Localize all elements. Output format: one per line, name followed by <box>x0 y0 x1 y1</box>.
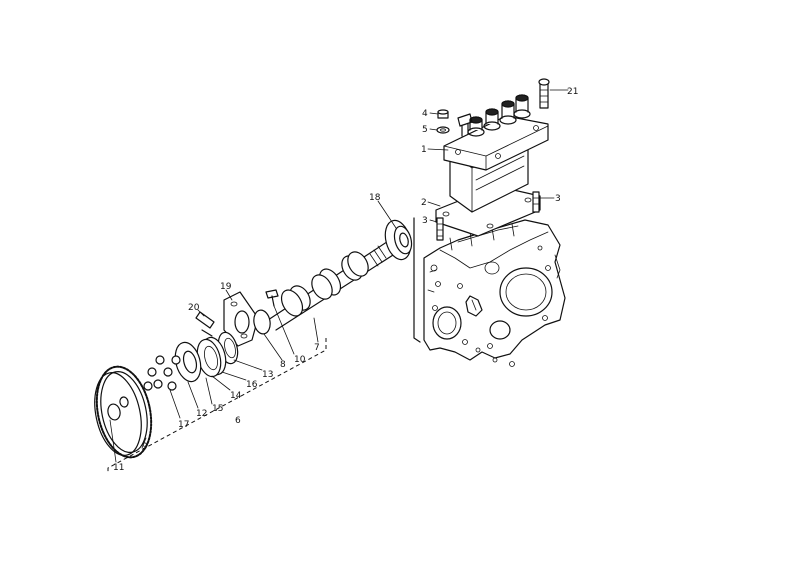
studs <box>436 191 540 241</box>
callout-2: 2 <box>421 198 427 208</box>
callout-7: 7 <box>314 343 320 353</box>
key-10 <box>265 289 279 299</box>
callout-21: 21 <box>567 87 578 97</box>
callout-15: 15 <box>212 404 223 414</box>
callout-3-left: 3 <box>422 216 428 226</box>
callout-4: 4 <box>422 109 428 119</box>
callout-16: 16 <box>246 380 258 390</box>
callout-6: 6 <box>235 416 241 426</box>
callout-17: 17 <box>178 420 189 430</box>
callout-14: 14 <box>230 391 242 401</box>
bolt-21 <box>538 78 550 109</box>
callout-19: 19 <box>220 282 232 292</box>
callout-13: 13 <box>262 370 273 380</box>
callout-10: 10 <box>294 355 306 365</box>
callout-5: 5 <box>422 125 428 135</box>
camshaft <box>195 219 413 347</box>
injection-pump <box>435 78 550 241</box>
callout-18: 18 <box>369 193 381 203</box>
callout-8: 8 <box>280 360 286 370</box>
drive-gear-9 <box>94 365 153 459</box>
cam-lobes <box>280 251 369 317</box>
callout-1: 1 <box>421 145 427 155</box>
nut-washer <box>436 109 450 134</box>
bearing-18 <box>384 219 413 261</box>
leader-lines <box>109 89 569 463</box>
assembly-bracket <box>107 338 327 474</box>
thrust-plate-19 <box>223 291 259 347</box>
callout-9: 9 <box>142 442 148 452</box>
callout-12: 12 <box>196 409 207 419</box>
callout-labels: 21 4 5 1 2 3 3 18 19 20 7 8 10 13 16 14 … <box>113 87 578 473</box>
callout-11: 11 <box>113 463 124 473</box>
callout-3-right: 3 <box>555 194 561 204</box>
callout-20: 20 <box>188 303 200 313</box>
steel-balls-17 <box>143 355 181 391</box>
delivery-valves <box>457 94 531 137</box>
drive-gear-parts <box>94 331 239 459</box>
